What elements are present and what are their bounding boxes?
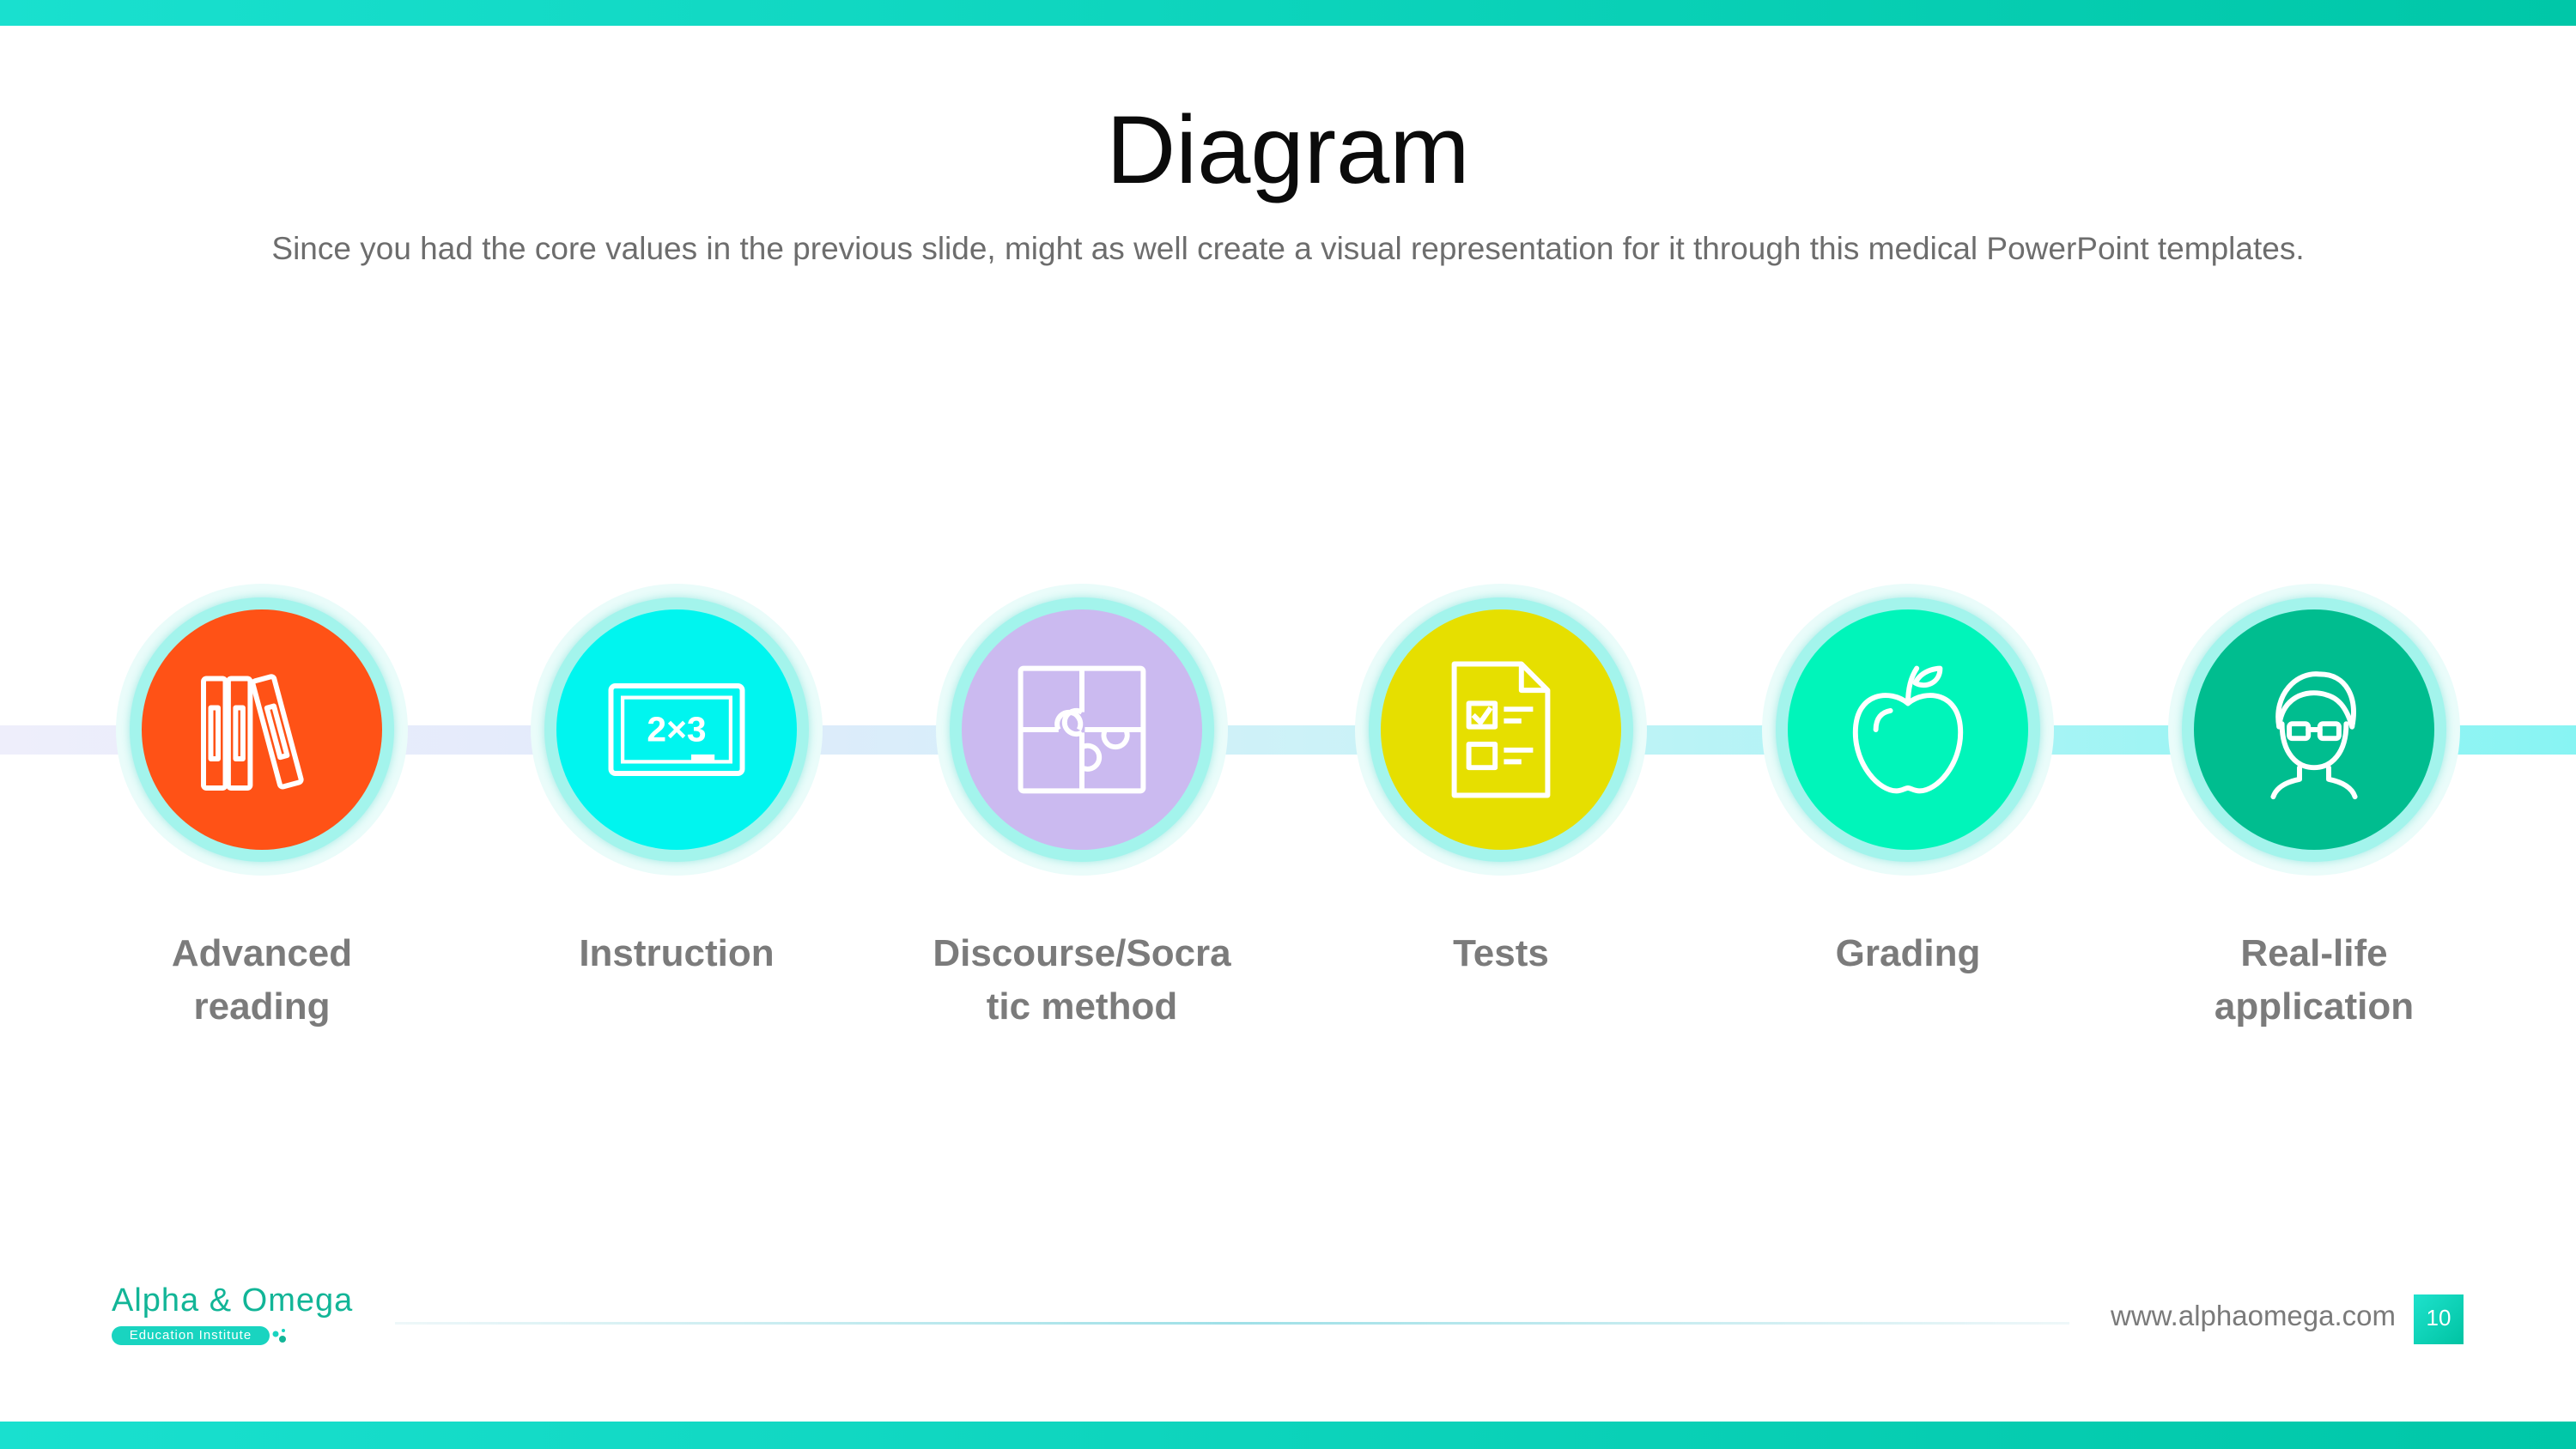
- brand-logo-text: Alpha & Omega: [112, 1282, 354, 1319]
- footer-divider: [395, 1322, 2069, 1325]
- puzzle-icon: [1018, 665, 1146, 794]
- step-label: Discourse/Socra tic method: [910, 927, 1254, 1034]
- website-url: www.alphaomega.com: [2111, 1300, 2396, 1331]
- step-label-line2: tic method: [986, 985, 1178, 1028]
- step-disc: [142, 609, 382, 850]
- step-disc: [2194, 609, 2434, 850]
- books-icon: [201, 674, 304, 791]
- step-disc: 2×3: [556, 609, 797, 850]
- step-label-line2: application: [2214, 985, 2415, 1028]
- top-accent-bar: [0, 0, 2576, 26]
- step-label: Advanced reading: [90, 927, 434, 1034]
- step-label-line1: Grading: [1835, 932, 1981, 974]
- step-label: Tests: [1329, 927, 1673, 980]
- apple-icon: [1852, 665, 1964, 794]
- step-label-line1: Discourse/Socra: [933, 932, 1231, 974]
- step-disc: [1788, 609, 2028, 850]
- process-connector-line: [0, 725, 2576, 755]
- page-number-badge: 10: [2414, 1294, 2464, 1344]
- brand-logo-subtitle: Education Institute: [112, 1326, 270, 1345]
- student-icon: [2270, 671, 2358, 800]
- slide-subtitle: Since you had the core values in the pre…: [271, 231, 2305, 266]
- step-label: Real-life application: [2142, 927, 2486, 1034]
- chalkboard-icon: 2×3: [608, 683, 745, 776]
- step-label: Instruction: [505, 927, 848, 980]
- bottom-accent-bar: [0, 1422, 2576, 1449]
- slide-title: Diagram: [1106, 96, 1470, 203]
- logo-dots-icon: [272, 1329, 286, 1343]
- checklist-icon: [1451, 661, 1551, 798]
- step-disc: [1381, 609, 1621, 850]
- step-label: Grading: [1736, 927, 2080, 980]
- step-label-line1: Instruction: [579, 932, 775, 974]
- step-label-line1: Real-life: [2240, 932, 2388, 974]
- step-label-line1: Tests: [1453, 932, 1549, 974]
- chalkboard-text: 2×3: [647, 710, 706, 749]
- step-disc: [962, 609, 1202, 850]
- step-label-line2: reading: [193, 985, 331, 1028]
- step-label-line1: Advanced: [171, 932, 353, 974]
